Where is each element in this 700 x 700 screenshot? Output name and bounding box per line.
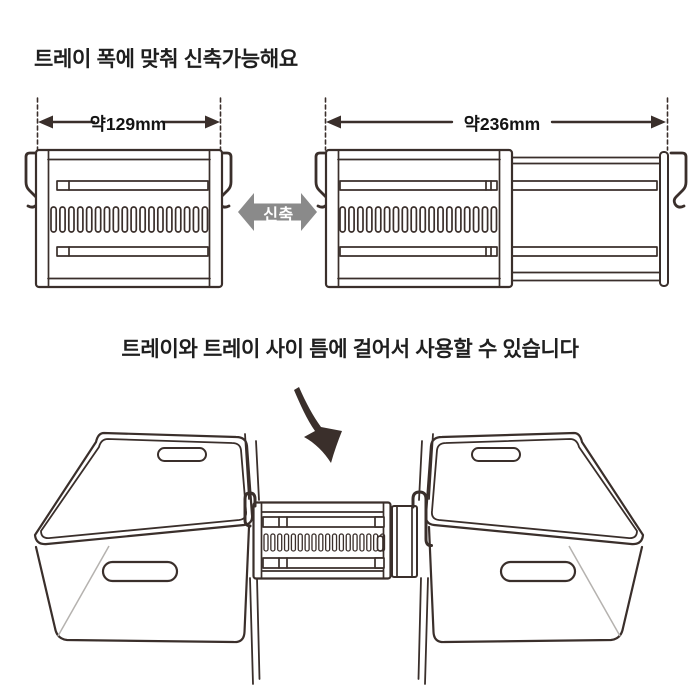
wire-hook-icon xyxy=(669,151,688,209)
tray-extended-drawing xyxy=(314,148,688,289)
usage-caption: 트레이와 트레이 사이 틈에 걸어서 사용할 수 있습니다 xyxy=(121,338,579,361)
tray-compressed-drawing xyxy=(24,148,233,289)
slide-extension-rails xyxy=(510,151,669,287)
expand-section-title: 트레이 폭에 맞춰 신축가능해요 xyxy=(34,48,298,71)
wire-hook-icon xyxy=(243,491,257,528)
stretch-double-arrow-icon xyxy=(238,193,317,231)
dimension-line-129 xyxy=(36,97,222,151)
wire-hook-icon xyxy=(411,490,433,548)
organizer-between-bins xyxy=(243,490,433,580)
stretch-label: 신축 xyxy=(263,206,294,224)
top-handle-cutout xyxy=(157,447,207,462)
arrowhead-left-icon xyxy=(326,115,341,129)
curved-down-arrow-icon xyxy=(294,387,342,463)
arrowhead-right-icon xyxy=(651,115,666,129)
bins-usage-drawing xyxy=(33,431,645,686)
arrowhead-right-icon xyxy=(205,115,220,129)
front-handle-cutout xyxy=(101,560,179,583)
corner-seam-line xyxy=(57,545,110,637)
storage-bin-drawing xyxy=(33,431,261,685)
dimension-label-236: 약236mm xyxy=(463,114,541,134)
dimension-line-236 xyxy=(324,97,669,151)
arrowhead-left-icon xyxy=(38,115,53,129)
storage-bin-drawing xyxy=(417,431,645,686)
dimension-label-129: 약129mm xyxy=(89,114,167,134)
